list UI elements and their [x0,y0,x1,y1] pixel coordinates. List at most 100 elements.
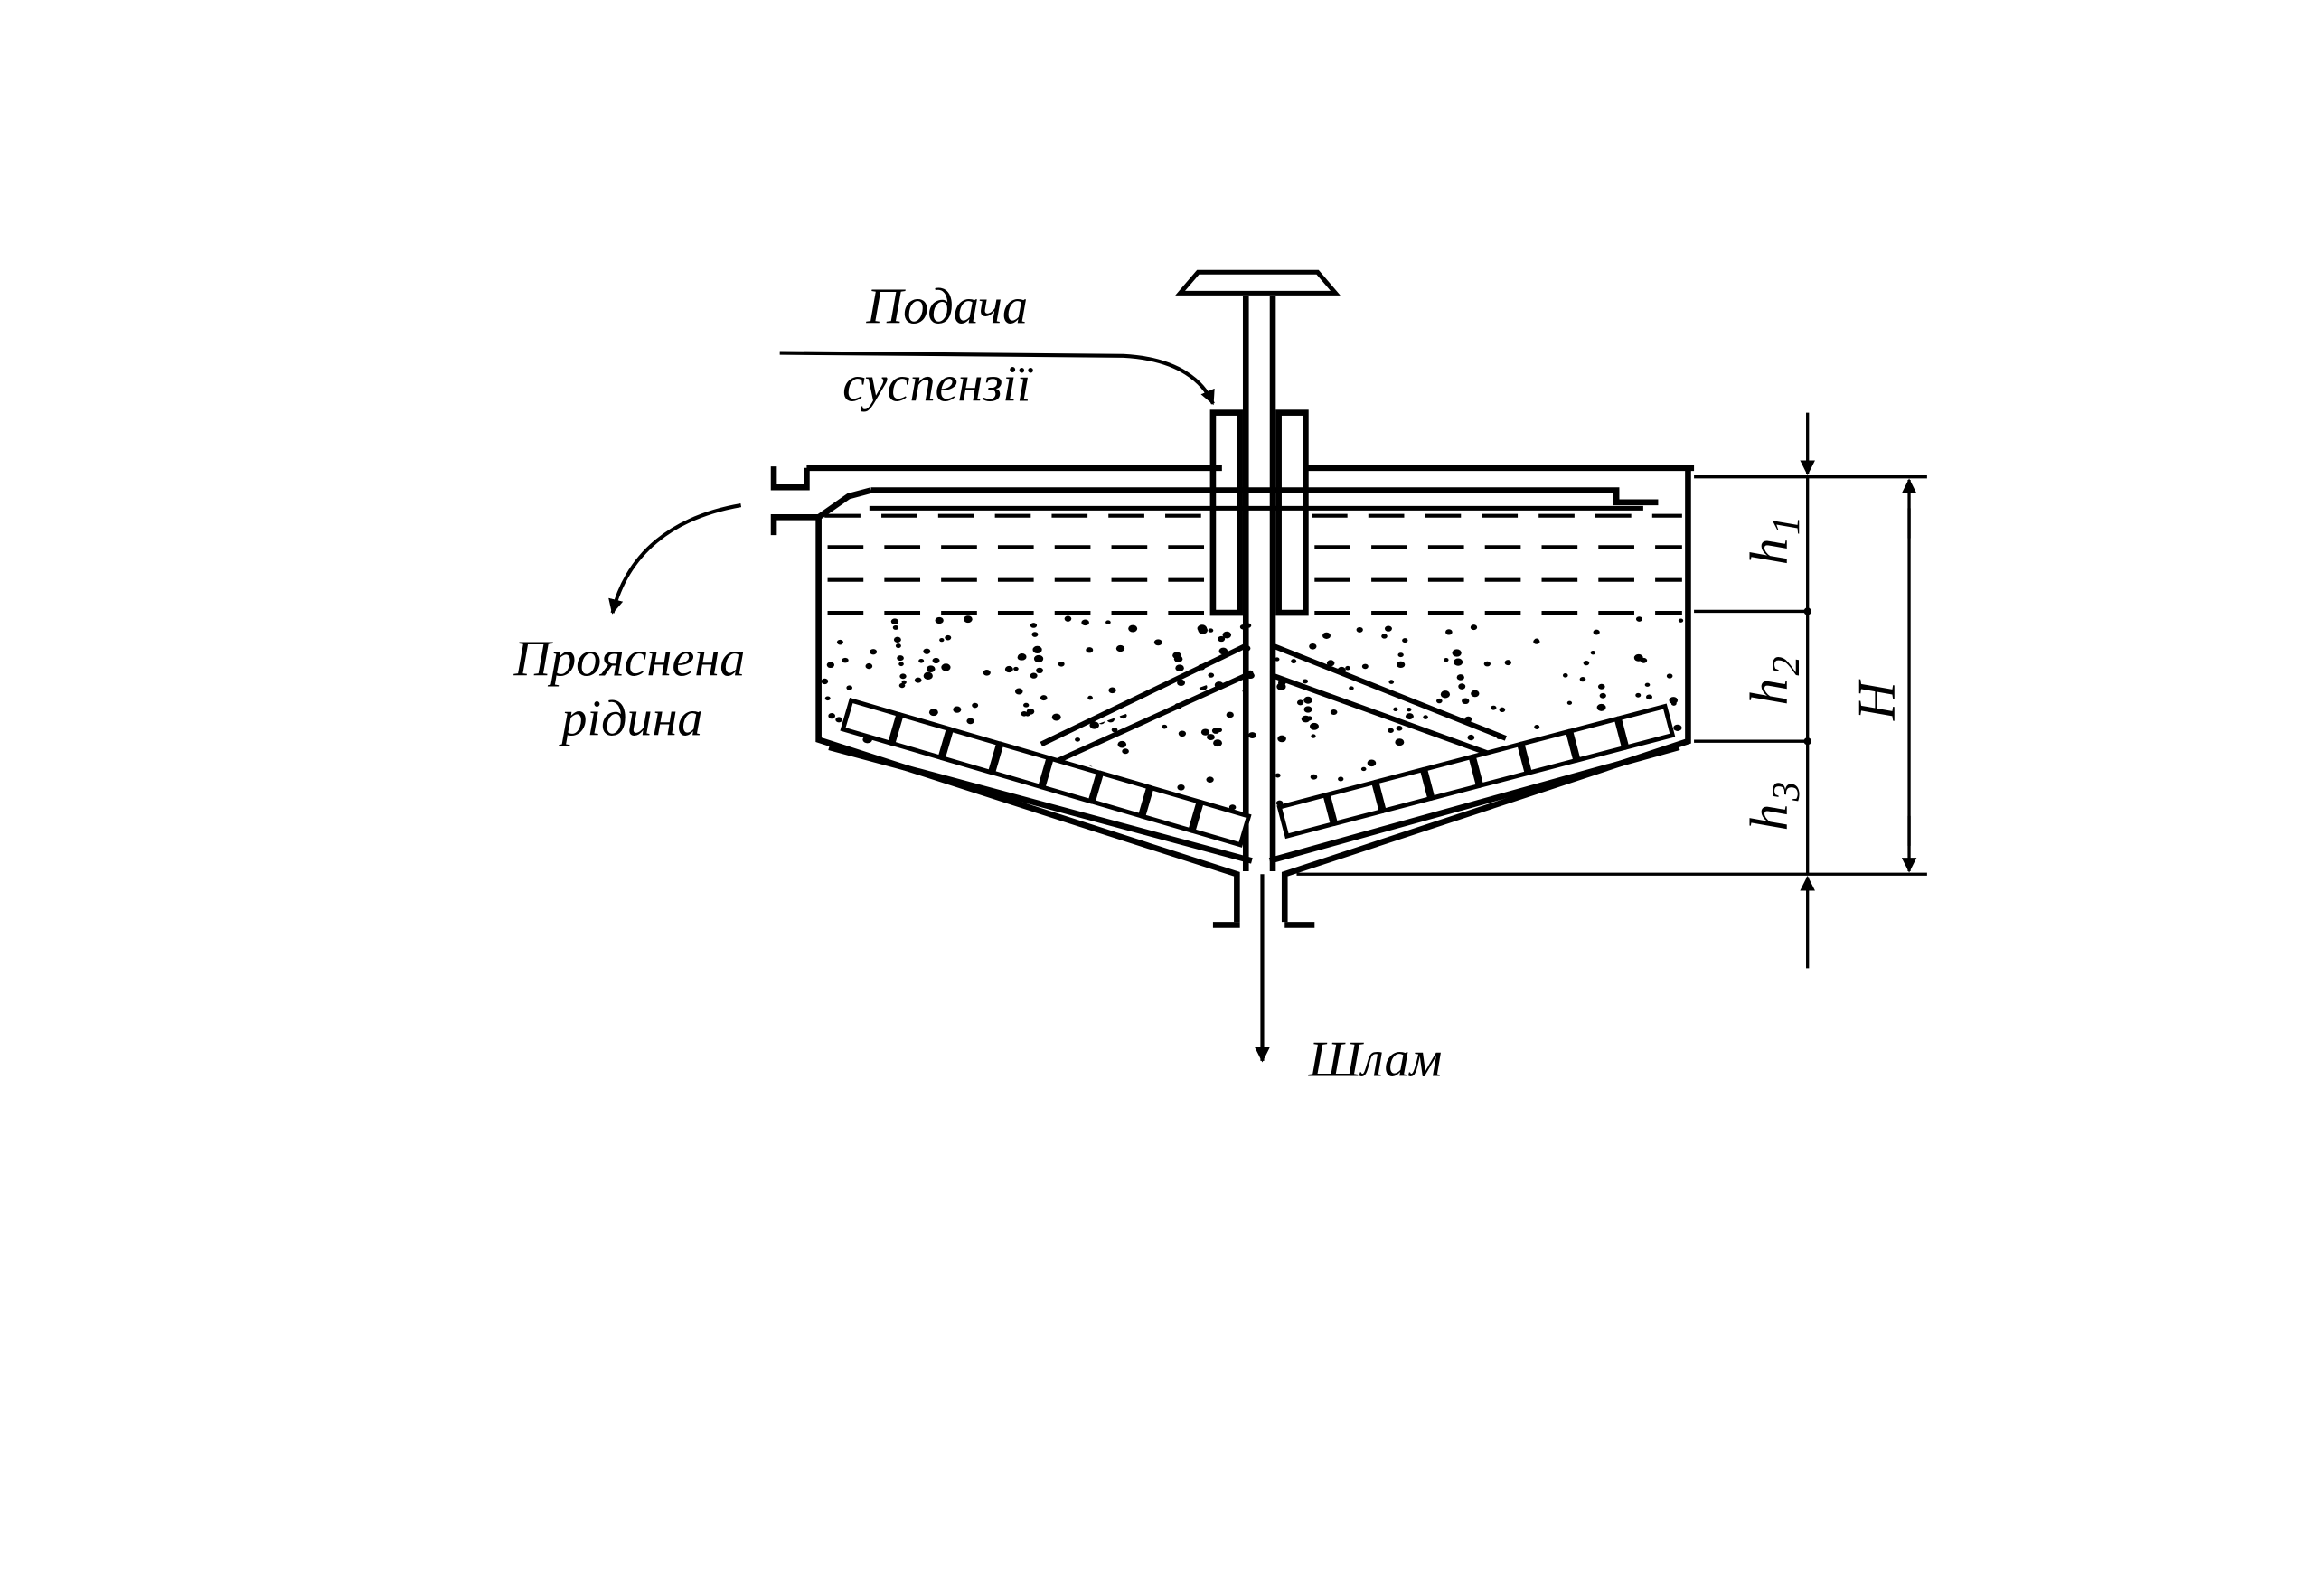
sediment-particle [1214,681,1224,690]
sediment-particle [1275,773,1281,778]
sediment-particle [826,662,834,669]
sediment-particle [1388,680,1395,684]
sediment-particle [966,718,974,725]
sediment-particle [1566,700,1573,705]
sludge-label: Шлам [1308,1031,1443,1087]
sediment-particle [1242,644,1251,652]
sediment-particle [1413,690,1419,694]
sediment-particle [1596,703,1606,711]
sediment-particle [1472,671,1482,679]
sediment-particle [1291,659,1297,664]
sediment-particle [1361,688,1370,696]
drive-head [1175,269,1341,296]
sediment-particle [1471,690,1480,698]
sediment-particle [932,657,940,664]
svg-text:3: 3 [1765,782,1808,802]
sediment-particle [1534,725,1540,729]
sediment-particle [1309,643,1317,650]
sediment-particle [1495,733,1504,740]
sediment-particle [1462,698,1470,705]
sediment-particle [1119,712,1127,719]
sediment-particle [1644,682,1651,687]
sediment-particle [1407,708,1412,712]
sediment-particle [1087,695,1093,700]
sediment-particle [1360,766,1367,772]
sediment-particle [1397,652,1404,658]
sediment-particle [1099,687,1106,692]
clear-liquid-zone [824,505,1682,615]
rake-blades [840,698,1676,848]
sediment-particle [1058,661,1065,667]
sediment-particle [1467,734,1475,741]
sediment-particle [1245,623,1252,628]
sediment-particle [1259,740,1266,746]
sediment-particle [1200,728,1210,736]
feed-well-left [1209,409,1243,616]
sediment-particle [1036,667,1044,674]
sediment-particle [1004,665,1013,673]
svg-text:h: h [1739,538,1799,565]
sediment-particle [1177,784,1185,791]
sediment-particle [1345,665,1350,671]
rake-blade-right [1422,754,1482,801]
rake-blade-left [1190,799,1252,848]
sediment-particle [821,678,829,685]
sediment-particle [1105,620,1111,624]
sediment-particle [1405,713,1414,720]
dimension-label-total: H [1847,679,1906,721]
clarified-liquid-label-line2: рідина [558,691,702,747]
sediment-particle [1177,679,1186,687]
sediment-particle [1392,682,1399,689]
sediment-particle [1388,728,1394,733]
sediment-particle [1590,651,1596,655]
rake-blade-left [990,741,1052,790]
sediment-particle [1122,748,1129,755]
sediment-particle [1361,663,1369,670]
svg-text:2: 2 [1765,656,1808,675]
sediment-particle [953,706,962,713]
sediment-particle [1064,615,1072,622]
rake-strut-left-lower [1040,672,1247,771]
dimension-lines [1296,412,1927,969]
sediment-particle [1031,632,1039,637]
tank-inner-wall-left [828,744,1253,864]
feed-well-right [1275,409,1309,616]
sediment-particle [1491,705,1497,710]
sediment-particle [1206,776,1214,783]
sediment-particle [1445,629,1453,635]
sediment-particle [939,638,945,643]
outlet-pipe-upper [770,466,810,491]
rake-blade-left [1040,756,1102,804]
sediment-particle [897,655,904,662]
sediment-particle [1356,822,1362,828]
feed-label-line1: Подача [866,278,1029,334]
sediment-particle [901,680,907,685]
sediment-particle [1310,774,1318,780]
sediment-particle [1337,666,1346,674]
sediment-particle [1017,654,1024,661]
sediment-particle [1175,664,1184,672]
sediment-particle [1178,730,1187,737]
sediment-particle [1326,660,1335,667]
sediment-particle [1306,716,1312,721]
sediment-particle [1458,683,1466,690]
sediment-particle [1217,728,1223,733]
sediment-particle [928,709,938,717]
rake-blade-right [1373,766,1433,814]
rake-blade-right [1616,703,1676,750]
sediment-particle [1277,735,1286,743]
sediment-particle [1247,672,1255,679]
rake-blade-left [889,712,952,761]
tank-inner-wall-right [1268,744,1680,864]
sediment-particle [1026,708,1035,715]
sediment-particle [1394,701,1401,708]
sediment-particle [1468,683,1474,689]
sediment-particle [1258,714,1268,723]
svg-text:H: H [1847,679,1906,721]
sediment-particle [1226,711,1234,718]
sediment-particle [1456,674,1464,681]
sediment-particle [1491,680,1501,688]
sediment-particle [983,670,991,676]
sediment-particle [1494,697,1501,702]
